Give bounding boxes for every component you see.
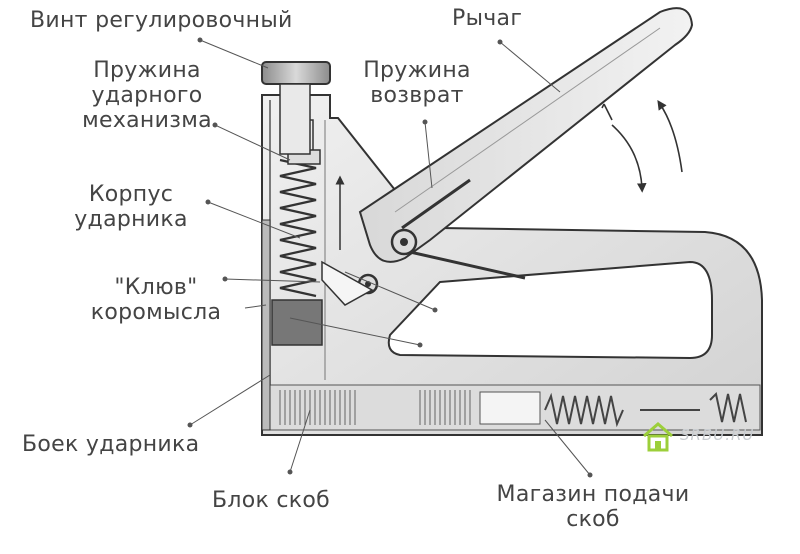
label-rocker-beak: "Клюв" коромысла bbox=[66, 275, 246, 325]
magazine-spring bbox=[544, 391, 747, 428]
staple-magazine bbox=[269, 384, 761, 431]
label-rocker-beak-line2: коромысла bbox=[90, 300, 222, 325]
label-staple-magazine: Магазин подачи скоб bbox=[478, 482, 708, 532]
label-adjust-screw: Винт регулировочный bbox=[30, 8, 293, 33]
label-striker-pin: Боек ударника bbox=[22, 432, 200, 457]
adjust-screw bbox=[261, 61, 331, 155]
return-spring bbox=[401, 178, 526, 280]
label-return-spring-line1: Пружина bbox=[363, 58, 471, 83]
label-rocker-beak-line1: "Клюв" bbox=[114, 275, 198, 300]
label-striker-spring-line1: Пружина bbox=[93, 58, 201, 83]
striker-spring bbox=[279, 158, 317, 298]
leader-lines bbox=[189, 39, 591, 476]
rocker-beak bbox=[321, 260, 374, 306]
label-return-spring: Пружина возврат bbox=[352, 58, 482, 108]
label-staple-magazine-line1: Магазин подачи bbox=[496, 482, 690, 507]
label-striker-spring: Пружина ударного механизма bbox=[62, 58, 232, 133]
label-lever: Рычаг bbox=[452, 6, 523, 31]
label-striker-body: Корпус ударника bbox=[56, 182, 206, 232]
label-staple-block: Блок скоб bbox=[212, 488, 331, 513]
label-striker-body-line2: ударника bbox=[74, 207, 188, 232]
grip-opening bbox=[387, 260, 713, 360]
watermark-text: SRBU.RU bbox=[680, 426, 755, 444]
label-return-spring-line2: возврат bbox=[370, 83, 464, 108]
label-striker-spring-line3: механизма bbox=[82, 108, 212, 133]
staple-block bbox=[279, 390, 471, 425]
label-striker-body-line1: Корпус bbox=[88, 182, 174, 207]
watermark: SRBU.RU bbox=[640, 420, 790, 454]
striker-pin bbox=[261, 219, 271, 431]
house-icon bbox=[643, 422, 673, 452]
label-striker-spring-line2: ударного bbox=[91, 83, 203, 108]
label-staple-magazine-line2: скоб bbox=[566, 507, 620, 532]
rotation-arrows bbox=[601, 100, 683, 193]
leader-dots bbox=[187, 37, 593, 478]
striker-body bbox=[271, 299, 323, 346]
